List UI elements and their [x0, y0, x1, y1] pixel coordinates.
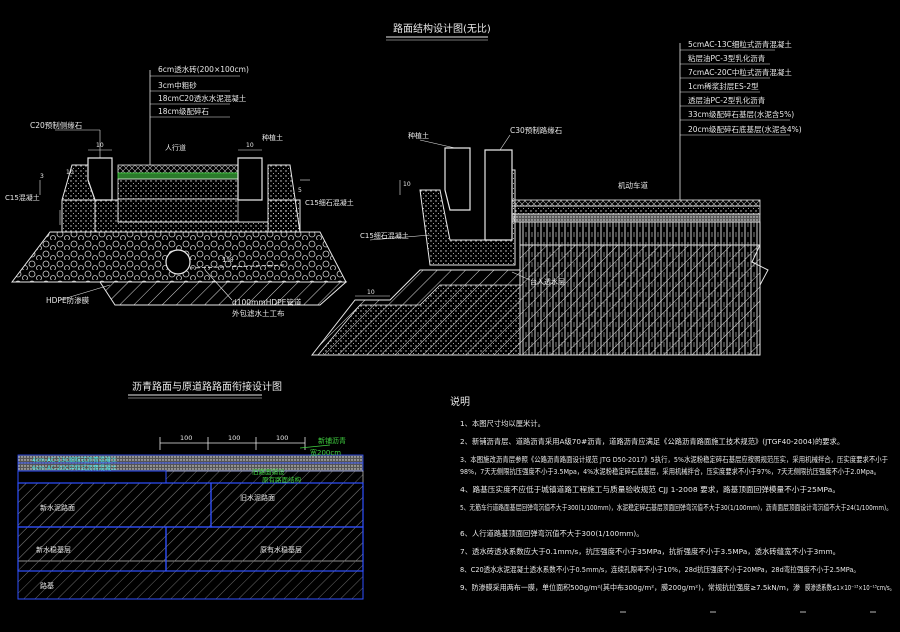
note-4: 4、路基压实度不应低于城镇道路工程施工与质量验收规范 CJJ 1-2008 要求… [460, 485, 840, 494]
note-8: 8、C20透水水泥混凝土透水系数不小于0.5mm/s，连续孔隙率不小于10%，2… [460, 565, 860, 574]
jd-layer-6: 原有水稳基层 [260, 545, 302, 554]
roadway-section [310, 43, 790, 356]
sw-layer-4: 18cm级配碎石 [158, 106, 209, 116]
note-9b: 膜渗透系数≤1×10⁻¹³×10⁻¹³cm/s。 [805, 583, 895, 592]
jd-dim-1: 100 [180, 434, 192, 442]
rw-layer-7: 20cm级配碎石底基层(水泥含4%) [688, 124, 802, 134]
rw-dim-2: 10 [367, 289, 375, 296]
sw-dim-4: 3 [40, 173, 44, 180]
sw-sidewalk-label: 人行道 [165, 143, 186, 152]
bottom-title: 沥青路面与原道路路面衔接设计图 [132, 380, 282, 393]
sw-hdpe: HDPE防渗膜 [46, 295, 90, 305]
sw-dim-3: 10 [66, 169, 74, 176]
jd-dim-3: 100 [276, 434, 288, 442]
sw-dim-5: 5 [298, 187, 302, 194]
rw-layer-3: 7cmAC-20C中粒式沥青混凝土 [688, 67, 792, 77]
sw-dim-2: 10 [246, 142, 254, 149]
rw-layer-2: 粘层油PC-3型乳化沥青 [688, 53, 766, 63]
note-2: 2、新铺沥青层、道路沥青采用A级70#沥青，道路沥青应满足《公路沥青路面施工技术… [460, 437, 844, 446]
note-3b: 98%，7天无侧限抗压强度不小于3.5Mpa，4%水泥粉稳定碎石底基层，采用机械… [460, 467, 880, 476]
rw-c15-label: C15细石混凝土 [360, 231, 409, 240]
rw-layer-1: 5cmAC-13C细粒式沥青混凝土 [688, 39, 792, 49]
jd-layer-4: 旧水泥路面 [240, 493, 275, 502]
jd-right-2: 原有路面结构 [262, 475, 302, 484]
rw-dim-1: 10 [403, 181, 411, 188]
rw-note: 台入透水层 [530, 277, 565, 286]
rw-layer-6: 33cm级配碎石基层(水泥含5%) [688, 109, 794, 119]
rw-curb-label: C30预制路缘石 [510, 125, 563, 135]
main-title: 路面结构设计图(无比) [393, 22, 491, 35]
joint-detail [17, 437, 364, 600]
sw-c15-left: C15混凝土 [5, 193, 40, 202]
jd-layer-5: 新水稳基层 [36, 545, 71, 554]
jd-layer-2: 6cm AC-20C中粒式沥青混凝土 [32, 464, 117, 472]
note-7: 7、透水砖透水系数应大于0.1mm/s，抗压强度不小于35MPa，抗折强度不小于… [460, 547, 840, 556]
notes-heading: 说明 [450, 395, 470, 408]
sw-c15-right: C15细石混凝土 [305, 198, 354, 207]
jd-layer-7: 路基 [40, 581, 54, 590]
jd-step: 宽200cm [310, 448, 341, 457]
sw-curb-label: C20预制侧缘石 [30, 120, 83, 130]
sw-layer-1: 6cm透水砖(200×100cm) [158, 64, 249, 74]
note-9: 9、防渗膜采用两布一膜，单位面积500g/m²(其中布300g/m²，膜200g… [460, 583, 801, 592]
sw-pipe: d100mmHDPE管道 [232, 297, 302, 307]
note-1: 1、本图尺寸均以厘米计。 [460, 419, 545, 428]
sw-layer-3: 18cmC20透水水泥混凝土 [158, 93, 247, 103]
note-5: 5、无筋车行道路面基层回弹弯沉值不大于300(1/100mm)，水泥稳定碎石基层… [460, 503, 892, 512]
jd-dim-2: 100 [228, 434, 240, 442]
jd-layer-3: 新水泥路面 [40, 503, 75, 512]
jd-new-label: 新铺沥青 [318, 436, 346, 445]
rw-lane-label: 机动车道 [618, 180, 648, 190]
rw-layer-5: 透层油PC-2型乳化沥青 [688, 95, 766, 105]
sw-dim-1: 10 [96, 142, 104, 149]
rw-layer-4: 1cm稀浆封层ES-2型 [688, 81, 759, 91]
sw-slope: 1% [222, 256, 233, 264]
sw-plant-label: 种植土 [262, 133, 283, 142]
note-6: 6、人行道路基顶面回弹弯沉值不大于300(1/100mm)。 [460, 529, 644, 538]
jd-right-1: 旧路面铺设 [252, 467, 285, 476]
sw-pipe2: 外包滤水土工布 [232, 308, 285, 318]
jd-layer-1: 4cm AC-13C细粒式沥青混凝土 [32, 456, 117, 464]
sw-layer-2: 3cm中粗砂 [158, 80, 197, 90]
sidewalk-section [10, 70, 348, 306]
rw-plant-label: 种植土 [408, 131, 429, 140]
note-3: 3、本图施改沥青层参照《公路沥青路面设计规范 JTG D50-2017》5执行，… [460, 455, 888, 464]
